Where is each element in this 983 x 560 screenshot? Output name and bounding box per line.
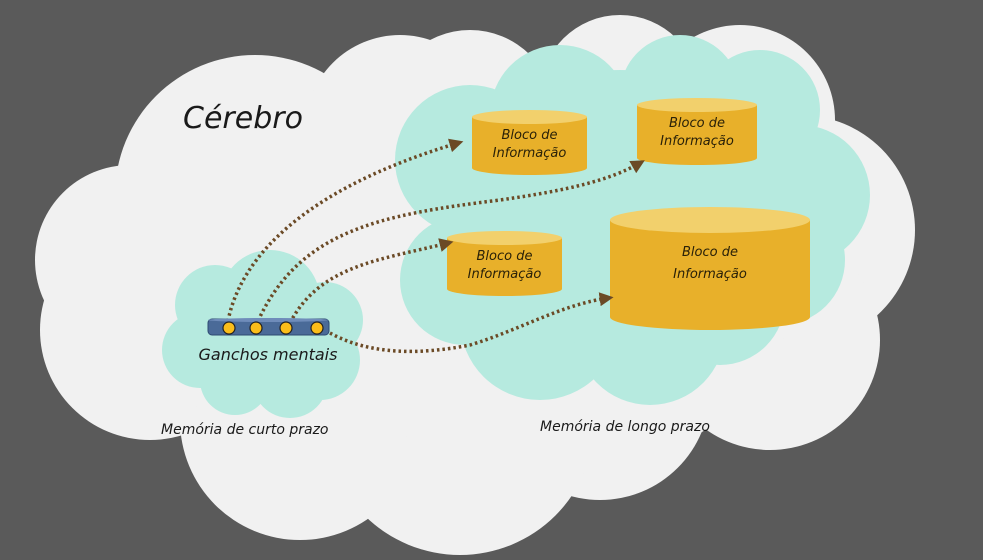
block-label-line2: Informação: [660, 134, 734, 149]
mental-hooks: [207, 318, 330, 336]
block-label-line1: Bloco de: [669, 116, 725, 131]
cylinder-body: [472, 117, 587, 176]
cylinder-top: [472, 110, 587, 124]
information-block-4: Bloco de Informação: [610, 207, 810, 330]
connection-arrows: [226, 138, 645, 354]
cylinder-body: [637, 105, 757, 165]
short-term-memory-label: Memória de curto prazo: [161, 422, 329, 438]
information-block-3: Bloco de Informação: [447, 231, 562, 296]
block-label-line1: Bloco de: [682, 245, 738, 260]
hook-dot-3: [279, 321, 293, 335]
block-label-line2: Informação: [673, 267, 747, 282]
arrow-hook3-to-block3: [288, 238, 454, 324]
hook-dot-2: [249, 321, 263, 335]
cylinder-body: [447, 238, 562, 296]
block-label-line2: Informação: [493, 146, 567, 161]
cylinder-top: [447, 231, 562, 245]
arrow-hook2-to-block2: [256, 160, 645, 322]
information-block-1: Bloco de Informação: [472, 110, 587, 176]
long-term-memory-label: Memória de longo prazo: [540, 419, 710, 435]
block-label-line2: Informação: [468, 267, 542, 282]
hook-dot-4: [310, 321, 324, 335]
arrow-hook4-to-block4: [329, 292, 614, 354]
block-label-line1: Bloco de: [502, 128, 558, 143]
cylinder-top: [637, 98, 757, 112]
mental-hooks-label: Ganchos mentais: [199, 345, 338, 364]
cylinder-body: [610, 220, 810, 330]
information-block-2: Bloco de Informação: [637, 98, 757, 165]
hook-dot-1: [222, 321, 236, 335]
cylinder-top: [610, 207, 810, 233]
block-label-line1: Bloco de: [477, 249, 533, 264]
brain-title: Cérebro: [183, 101, 303, 136]
